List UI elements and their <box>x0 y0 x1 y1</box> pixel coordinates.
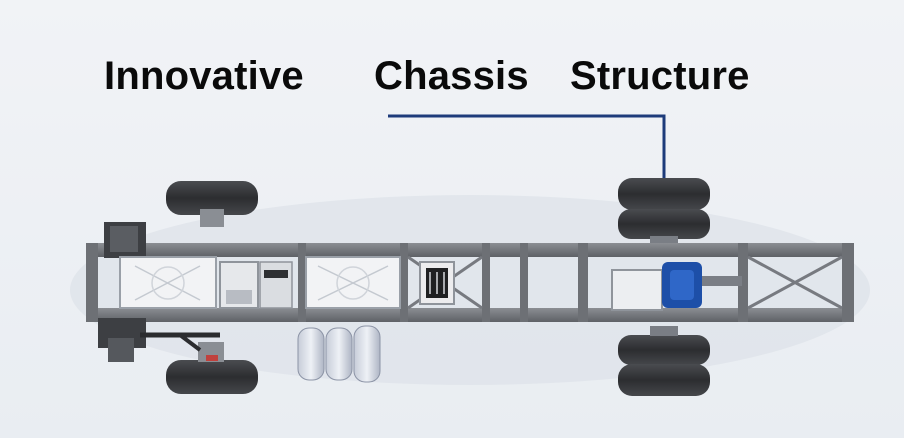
battery-pack-middle <box>305 256 401 309</box>
power-converter-module <box>419 261 455 305</box>
rear-left-dual-wheels <box>618 178 710 246</box>
rear-right-dual-wheels <box>618 326 710 396</box>
front-mounting-hardware <box>98 222 220 362</box>
front-left-wheel <box>166 181 258 227</box>
front-right-wheel <box>166 342 258 394</box>
headline-word-innovative: Innovative <box>104 54 304 98</box>
headline-word-chassis: Chassis <box>374 54 529 98</box>
headline-word-structure: Structure <box>570 54 750 98</box>
electric-drive-motor <box>611 262 742 311</box>
headline: Innovative Chassis Structure <box>0 54 904 102</box>
battery-pack-front <box>119 256 217 309</box>
air-tanks <box>297 325 381 383</box>
controller-unit <box>219 261 293 309</box>
